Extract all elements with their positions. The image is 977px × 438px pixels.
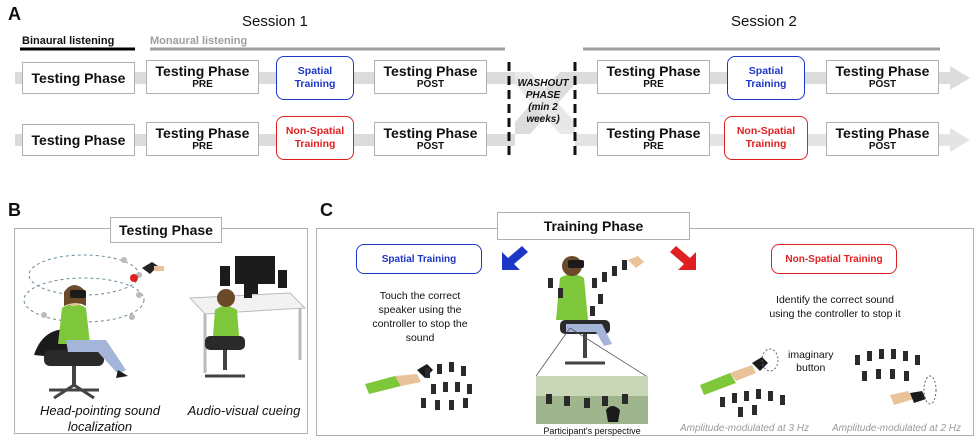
head-pointing-illustration: [23, 254, 164, 400]
box-title: Testing Phase: [383, 63, 478, 79]
washout-line: (min 2: [528, 102, 558, 113]
imaginary-line: button: [796, 362, 826, 374]
washout-label: WASHOUT PHASE (min 2 weeks): [512, 78, 574, 126]
box-title: Testing Phase: [31, 131, 126, 148]
instruction-line: controller to stop the: [372, 318, 468, 330]
box-title: Testing Phase: [31, 69, 126, 86]
participant-perspective-image: [536, 376, 648, 424]
nonspatial-training-label: Non-Spatial Training: [736, 125, 796, 150]
testing-phase-pre-box-2: Testing Phase PRE: [146, 122, 259, 156]
audio-visual-illustration: [188, 256, 307, 378]
panel-b-title-box: Testing Phase: [110, 217, 222, 243]
testing-phase-post-box-2: Testing Phase POST: [374, 122, 487, 156]
nonspatial-3hz-illustration: [700, 348, 785, 417]
instruction-line: sound: [405, 332, 435, 344]
testing-phase-box-2: Testing Phase: [22, 124, 135, 156]
box-subtitle: POST: [868, 141, 897, 152]
nonspatial-instruction: Identify the correct sound using the con…: [755, 293, 915, 321]
spatial-instruction: Touch the correct speaker using the cont…: [355, 289, 485, 345]
imaginary-line: imaginary: [788, 349, 834, 361]
monaural-label: Monaural listening: [150, 35, 248, 47]
nonspatial-training-header: Non-Spatial Training: [771, 244, 897, 274]
caption-line: Head-pointing sound: [40, 403, 160, 418]
instruction-line: using the controller to stop it: [769, 308, 901, 320]
spatial-training-box: Spatial Training: [276, 56, 354, 100]
nonspatial-training-label: Non-Spatial Training: [285, 125, 345, 150]
box-subtitle: PRE: [643, 141, 664, 152]
box-title: Testing Phase: [155, 63, 250, 79]
box-subtitle: POST: [416, 141, 445, 152]
caption-line: localization: [67, 419, 133, 434]
box-subtitle: PRE: [192, 79, 213, 90]
panel-c-letter: C: [320, 200, 333, 220]
head-pointing-caption: Head-pointing sound localization: [20, 403, 180, 435]
instruction-line: Identify the correct sound: [776, 294, 894, 306]
washout-line: PHASE: [525, 90, 561, 101]
spatial-training-header-label: Spatial Training: [381, 253, 457, 265]
nonspatial-training-box-s2: Non-Spatial Training: [724, 116, 808, 160]
testing-phase-post-box: Testing Phase POST: [374, 60, 487, 94]
box-title: Testing Phase: [155, 125, 250, 141]
session-1-label: Session 1: [242, 13, 308, 30]
blue-arrow-icon: [502, 246, 528, 270]
audio-visual-caption: Audio-visual cueing: [187, 403, 301, 418]
spatial-speaker-array: [365, 362, 472, 410]
box-subtitle: POST: [868, 79, 897, 90]
session-2-label: Session 2: [731, 13, 797, 30]
testing-phase-pre-box-s2: Testing Phase PRE: [597, 60, 710, 94]
binaural-label: Binaural listening: [22, 35, 115, 47]
washout-line: weeks): [526, 114, 560, 125]
red-arrow-icon: [670, 246, 696, 270]
panel-a-letter: A: [8, 4, 21, 24]
am-3hz-caption: Amplitude-modulated at 3 Hz: [680, 423, 809, 434]
panel-a-arrows: [15, 47, 970, 160]
spatial-training-header: Spatial Training: [356, 244, 482, 274]
am-2hz-caption: Amplitude-modulated at 2 Hz: [832, 423, 961, 434]
nonspatial-training-header-label: Non-Spatial Training: [785, 253, 883, 265]
panel-c-title-box: Training Phase: [497, 212, 690, 240]
testing-phase-post-box-s2: Testing Phase POST: [826, 60, 939, 94]
panel-b-title: Testing Phase: [119, 221, 213, 238]
washout-line: WASHOUT: [517, 78, 569, 89]
testing-phase-pre-box-s2-2: Testing Phase PRE: [597, 122, 710, 156]
box-subtitle: POST: [416, 79, 445, 90]
box-subtitle: PRE: [192, 141, 213, 152]
testing-phase-pre-box: Testing Phase PRE: [146, 60, 259, 94]
spatial-training-label: Spatial Training: [745, 65, 787, 90]
nonspatial-training-box: Non-Spatial Training: [276, 116, 354, 160]
box-title: Testing Phase: [383, 125, 478, 141]
participant-perspective-caption: Participant's perspective: [543, 426, 641, 436]
instruction-line: Touch the correct: [379, 290, 461, 302]
spatial-training-box-s2: Spatial Training: [727, 56, 805, 100]
panel-b-letter: B: [8, 200, 21, 220]
instruction-line: speaker using the: [378, 304, 462, 316]
imaginary-button-label: imaginary button: [788, 349, 834, 375]
box-title: Testing Phase: [606, 63, 701, 79]
box-title: Testing Phase: [835, 63, 930, 79]
box-title: Testing Phase: [606, 125, 701, 141]
vr-participant-illustration: [535, 256, 647, 377]
spatial-training-label: Spatial Training: [294, 65, 336, 90]
nonspatial-2hz-illustration: [855, 349, 937, 405]
panel-c-title: Training Phase: [543, 217, 644, 234]
testing-phase-box: Testing Phase: [22, 62, 135, 94]
box-subtitle: PRE: [643, 79, 664, 90]
testing-phase-post-box-s2-2: Testing Phase POST: [826, 122, 939, 156]
box-title: Testing Phase: [835, 125, 930, 141]
